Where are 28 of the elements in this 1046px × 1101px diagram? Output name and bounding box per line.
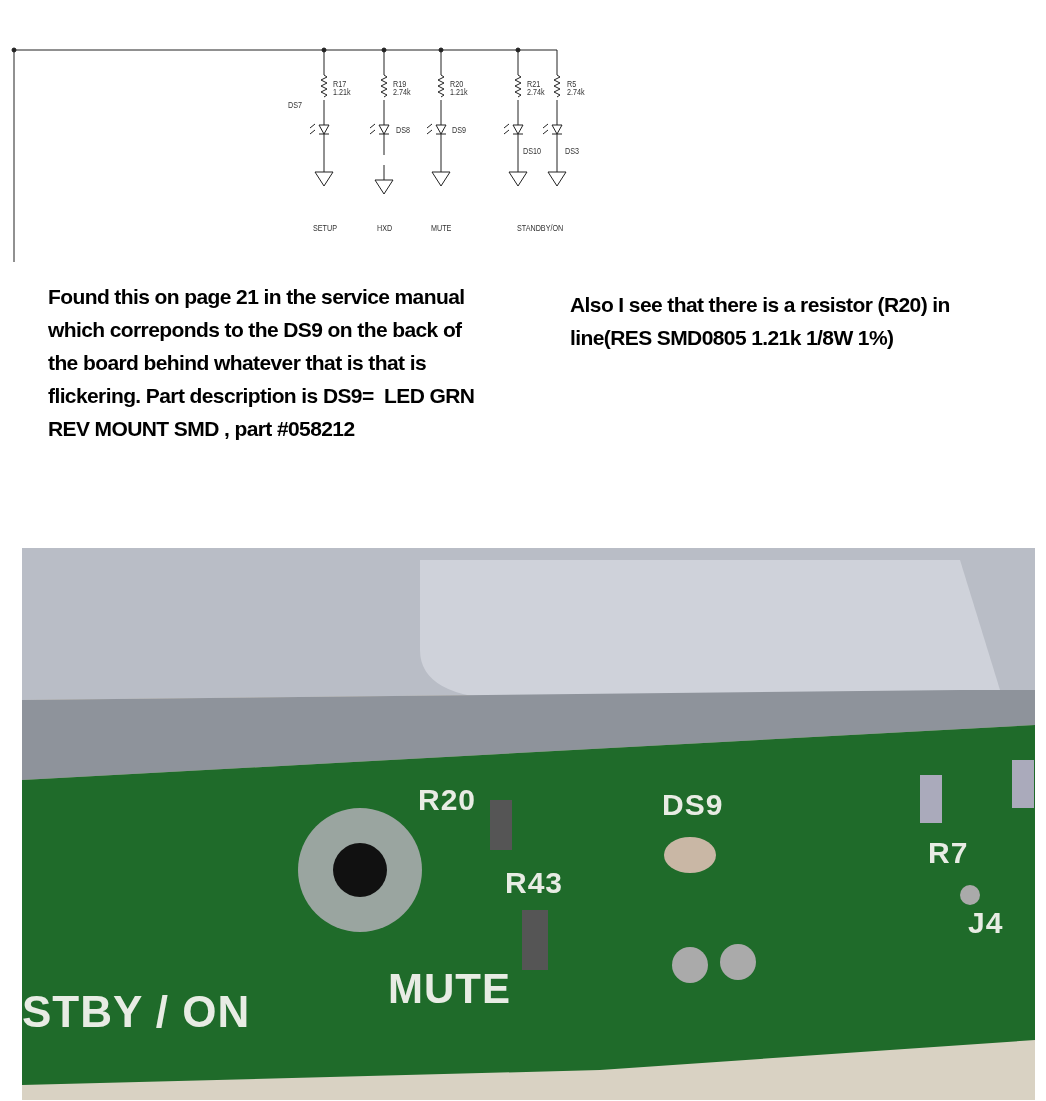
part-label: R19: [393, 80, 407, 89]
signal-label: HXD: [377, 224, 393, 233]
part-label: R21: [527, 80, 541, 89]
signal-label: STANDBY/ON: [517, 224, 564, 233]
part-label: DS8: [396, 126, 410, 135]
part-label: DS3: [565, 147, 579, 156]
signal-label: MUTE: [431, 224, 452, 233]
note-text: Also I see that there is a resistor (R20) in line(RES SMD0805 1.21k 1/8W 1%): [570, 292, 951, 351]
signal-label: SETUP: [313, 224, 337, 233]
value-label: 2.74k: [393, 88, 411, 97]
part-label: R17: [333, 80, 347, 89]
silkscreen-label: DS9: [662, 790, 724, 820]
part-label: R5: [567, 80, 577, 89]
silkscreen-label: R20: [418, 785, 477, 815]
part-label: DS9: [452, 126, 466, 135]
part-label: R20: [450, 80, 464, 89]
silkscreen-label: R43: [505, 868, 564, 898]
silkscreen-label: MUTE: [388, 968, 511, 1010]
silkscreen-label: J4: [968, 908, 1004, 938]
note-text: Found this on page 21 in the service manual which correponds to the DS9 on the back of the board behind whatever that is that is flickering. Part description is DS9= LED GRN REV MOUNT SMD , part #058212: [48, 284, 476, 442]
value-label: 1.21k: [333, 88, 351, 97]
silkscreen-label: R7: [928, 838, 969, 868]
silkscreen-label: STBY / ON: [22, 990, 251, 1034]
value-label: 2.74k: [527, 88, 545, 97]
part-label: DS7: [288, 101, 302, 110]
value-label: 2.74k: [567, 88, 585, 97]
value-label: 1.21k: [450, 88, 468, 97]
part-label: DS10: [523, 147, 541, 156]
